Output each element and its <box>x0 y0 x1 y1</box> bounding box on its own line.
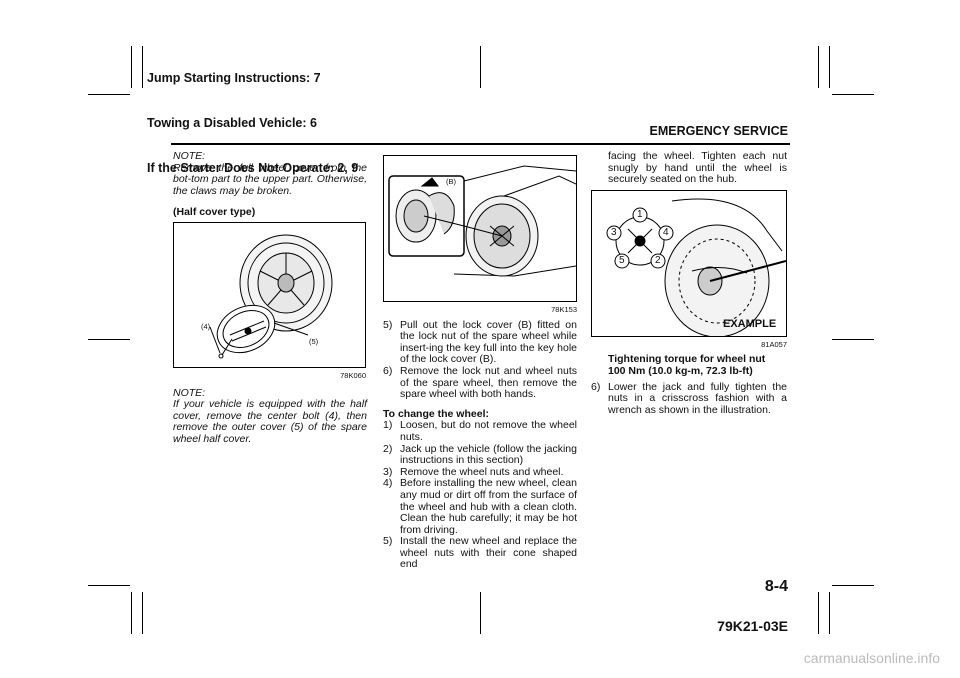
figure-code: 81A057 <box>761 339 787 349</box>
crop-mark <box>832 339 874 340</box>
step-number: 1) <box>383 419 393 432</box>
step-number: 6) <box>383 364 393 377</box>
figure-tighten-nuts: 1 2 3 4 5 EXAMPLE <box>591 189 787 337</box>
crop-mark <box>88 339 130 340</box>
nut-number: 1 <box>637 208 643 220</box>
crop-mark <box>832 585 874 586</box>
step-text: Loosen, but do not remove the wheel nuts… <box>400 419 577 443</box>
watermark: carmanualsonline.info <box>803 650 940 666</box>
section-title: EMERGENCY SERVICE <box>649 124 788 138</box>
nut-number: 2 <box>655 254 661 266</box>
step-text: Remove the lock nut and wheel nuts of th… <box>400 364 577 401</box>
label-bolt: (4) <box>201 321 211 331</box>
label-cover: (5) <box>309 336 319 346</box>
step-number: 4) <box>383 477 393 490</box>
note-text: If your vehicle is equipped with the hal… <box>173 398 367 445</box>
crop-mark <box>480 592 481 634</box>
example-label: EXAMPLE <box>723 317 777 330</box>
note-label: NOTE: <box>173 150 206 162</box>
figure-half-cover: (4) (5) <box>173 221 366 368</box>
list-item: 6) Remove the lock nut and wheel nuts of… <box>383 364 577 401</box>
crop-mark <box>88 94 130 95</box>
step-number: 2) <box>383 442 393 455</box>
step-text: Lower the jack and fully tighten the nut… <box>608 380 787 416</box>
nut-number: 5 <box>619 254 625 266</box>
step-text: Remove the wheel nuts and wheel. <box>400 465 564 478</box>
list-item: 2) Jack up the vehicle (follow the jacki… <box>383 442 577 467</box>
step-number: 3) <box>383 465 393 478</box>
half-cover-heading: (Half cover type) <box>173 206 256 219</box>
label-lock-cover: (B) <box>446 177 456 186</box>
continuation-text: facing the wheel. Tighten each nut snugl… <box>608 150 787 186</box>
crop-mark <box>142 592 143 634</box>
torque-spec: Tightening torque for wheel nut <box>608 353 766 366</box>
list-item: 6) Lower the jack and fully tighten the … <box>591 380 787 417</box>
step-text: Jack up the vehicle (follow the jacking … <box>400 442 577 467</box>
list-item: 5) Pull out the lock cover (B) fitted on… <box>383 318 577 366</box>
header-rule <box>171 143 790 145</box>
document-code: 79K21-03E <box>717 618 788 634</box>
spare-wheel-steps: 5) Pull out the lock cover (B) fitted on… <box>383 318 577 401</box>
figure-lock-cover: (B) <box>383 155 577 302</box>
crop-mark <box>829 46 830 88</box>
spare-wheel-lock-illustration <box>388 165 576 277</box>
index-line: Towing a Disabled Vehicle: 6 <box>147 116 317 130</box>
index-line: If the Starter Does Not Operate: 2, 9 <box>147 161 359 175</box>
crop-mark <box>829 592 830 634</box>
nut-number: 4 <box>663 226 669 238</box>
step-number: 5) <box>383 535 393 548</box>
torque-spec-value: 100 Nm (10.0 kg-m, 72.3 lb-ft) <box>608 364 753 377</box>
crop-mark <box>131 46 132 88</box>
crop-mark <box>480 46 481 88</box>
crop-mark <box>142 46 143 88</box>
figure-code: 78K060 <box>340 370 366 380</box>
step-text: Install the new wheel and replace the wh… <box>400 535 577 571</box>
wheel-half-cover-illustration <box>209 234 333 359</box>
note-label: NOTE: <box>173 386 206 399</box>
crop-mark <box>88 585 130 586</box>
column-2: (B) 78K153 5) Pull out the lock cover (B… <box>383 155 577 571</box>
column-3: facing the wheel. Tighten each nut snugl… <box>591 150 787 417</box>
note-text: Remove the full wheel cover from the bot… <box>173 161 367 197</box>
change-wheel-steps: 1) Loosen, but do not remove the wheel n… <box>383 419 577 571</box>
wheel-nut-pattern-illustration <box>606 198 786 336</box>
nut-number: 3 <box>611 226 617 238</box>
crop-mark <box>131 592 132 634</box>
step-text: Before installing the new wheel, clean a… <box>400 477 577 536</box>
step-number: 6) <box>591 380 601 393</box>
list-item: 1) Loosen, but do not remove the wheel n… <box>383 419 577 443</box>
step-number: 5) <box>383 318 393 331</box>
index-line: Jump Starting Instructions: 7 <box>147 71 321 85</box>
figure-code: 78K153 <box>551 305 577 314</box>
list-item: 5) Install the new wheel and replace the… <box>383 536 577 571</box>
step-text: Pull out the lock cover (B) fitted on th… <box>400 318 577 366</box>
crop-mark <box>818 46 819 88</box>
change-wheel-heading: To change the wheel: <box>383 407 489 420</box>
list-item: 3) Remove the wheel nuts and wheel. <box>383 465 577 479</box>
crop-mark <box>818 592 819 634</box>
column-1: NOTE: Remove the full wheel cover from t… <box>173 150 367 446</box>
list-item: 4) Before installing the new wheel, clea… <box>383 478 577 536</box>
crop-mark <box>832 94 874 95</box>
page-number: 8-4 <box>764 578 788 595</box>
index-header: Jump Starting Instructions: 7 Towing a D… <box>147 41 358 191</box>
